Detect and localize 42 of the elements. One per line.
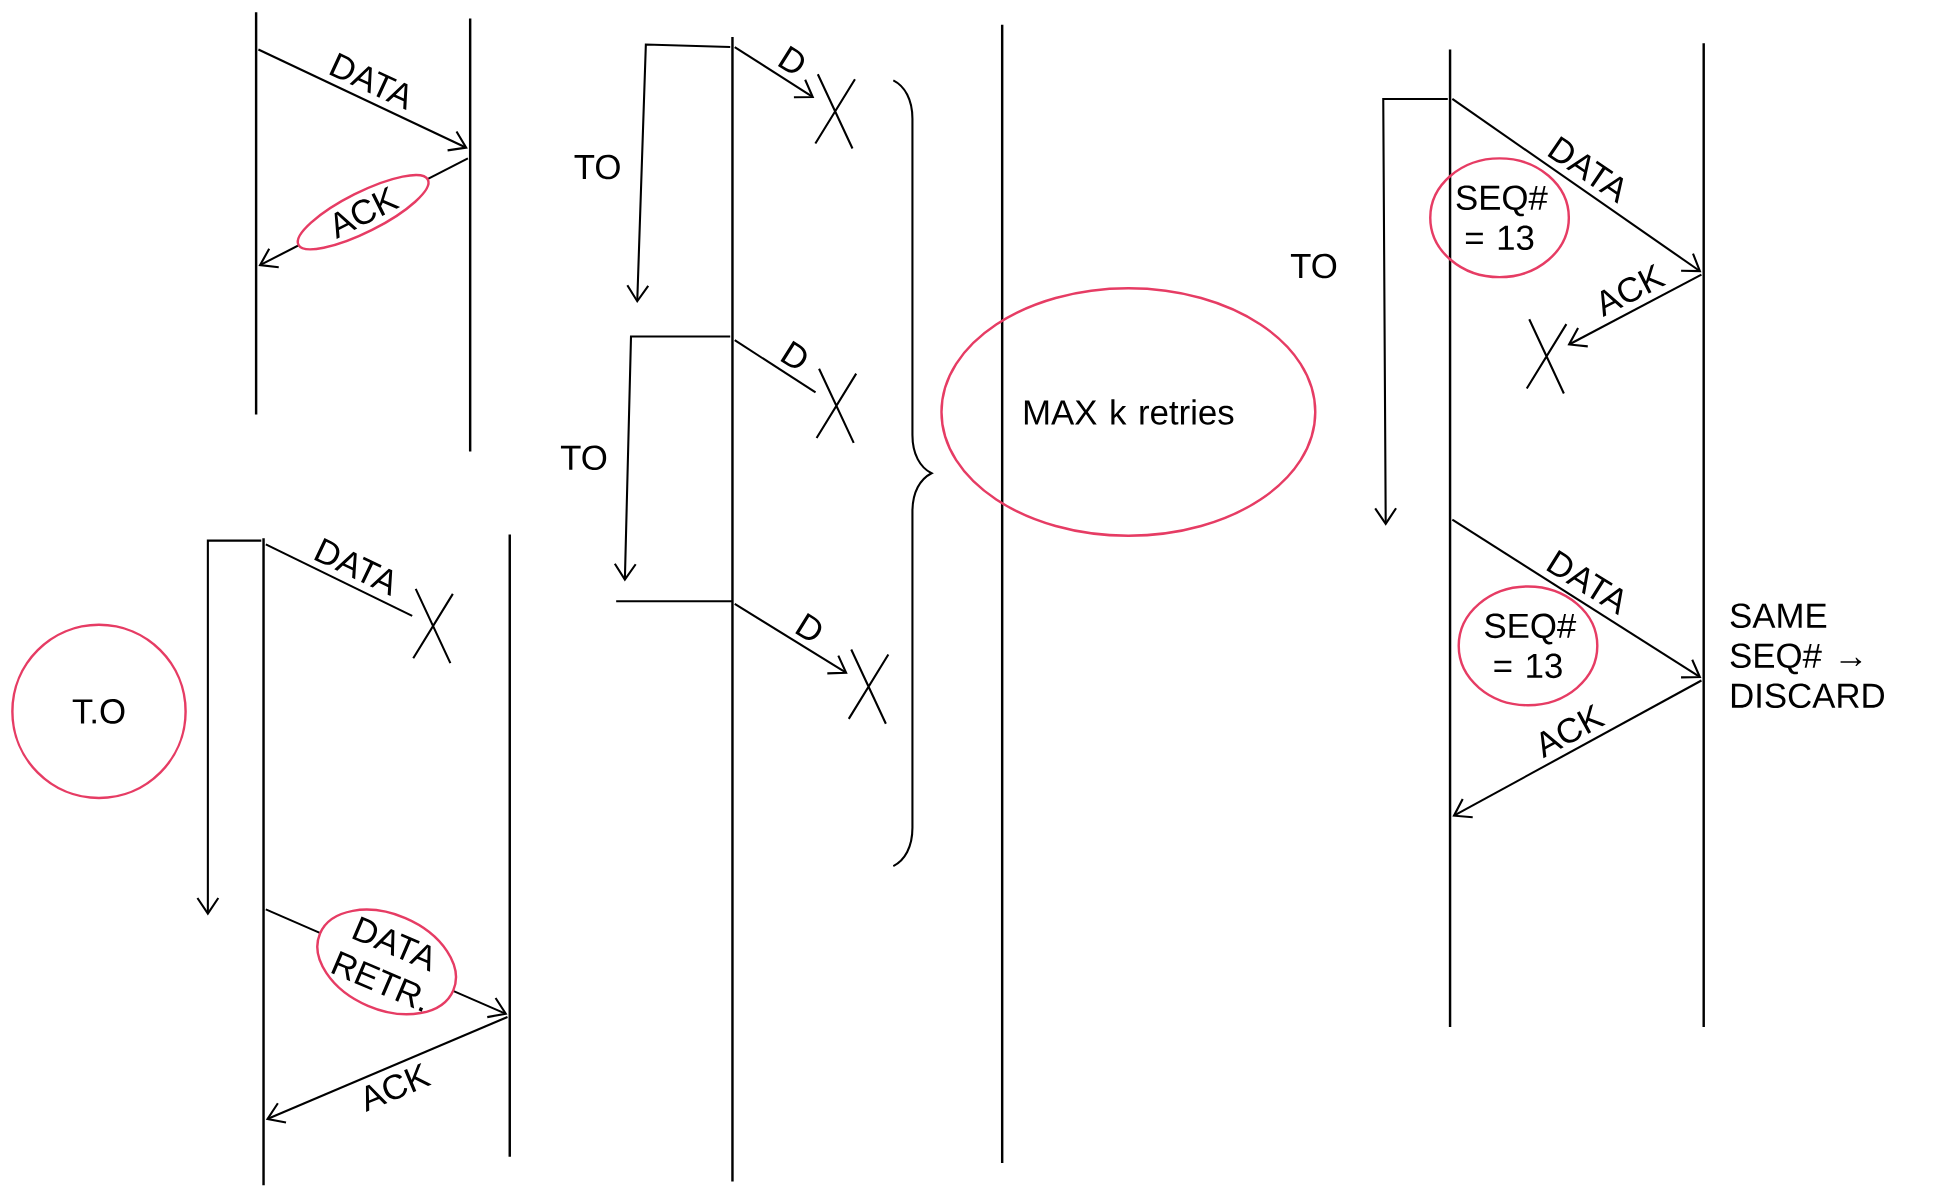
- circled-label: ACK: [296, 174, 430, 251]
- cross-mark: [1525, 318, 1568, 395]
- edge-label: TO: [558, 443, 610, 472]
- cross-mark: [847, 648, 890, 725]
- arrow: [196, 539, 262, 916]
- edge-label: D: [773, 41, 812, 81]
- edge-label: DATA: [324, 49, 419, 113]
- arrow: [734, 46, 815, 99]
- arrow: [613, 335, 731, 582]
- lifeline: [731, 37, 734, 1182]
- cross-mark: [412, 588, 454, 665]
- note-text: SAME SEQ# → DISCARD: [1730, 603, 1884, 709]
- edge-label: TO: [1288, 252, 1340, 281]
- cross-mark: [814, 73, 856, 150]
- arrow: [265, 1016, 508, 1124]
- cross-mark: [815, 367, 858, 445]
- arrow: [1374, 98, 1448, 526]
- lifeline: [1702, 43, 1705, 1027]
- arrow: [257, 48, 468, 152]
- edge-label: ACK: [1589, 260, 1670, 320]
- lifeline: [262, 538, 265, 1186]
- arrow: [1567, 273, 1702, 348]
- arrow: [1451, 518, 1702, 679]
- edge-label: D: [775, 337, 815, 376]
- lifeline: [508, 534, 511, 1157]
- arrow: [734, 603, 848, 675]
- lifeline: [1000, 24, 1004, 1164]
- arrow: [626, 43, 731, 304]
- edge-label: DATA: [309, 534, 404, 599]
- lifeline: [254, 12, 258, 415]
- circled-note: T.O: [11, 623, 187, 800]
- message-line: [734, 339, 817, 394]
- edge-label: ACK: [354, 1059, 435, 1115]
- circled-note: MAX k retries: [940, 287, 1317, 538]
- arrow: [1451, 98, 1702, 273]
- lifeline: [1448, 49, 1452, 1028]
- arrow: [1452, 679, 1702, 819]
- lifeline: [468, 18, 472, 452]
- edge-label: ACK: [1529, 700, 1609, 762]
- message-line: [265, 543, 413, 617]
- edge-label: D: [790, 609, 830, 648]
- edge-label: TO: [572, 153, 624, 182]
